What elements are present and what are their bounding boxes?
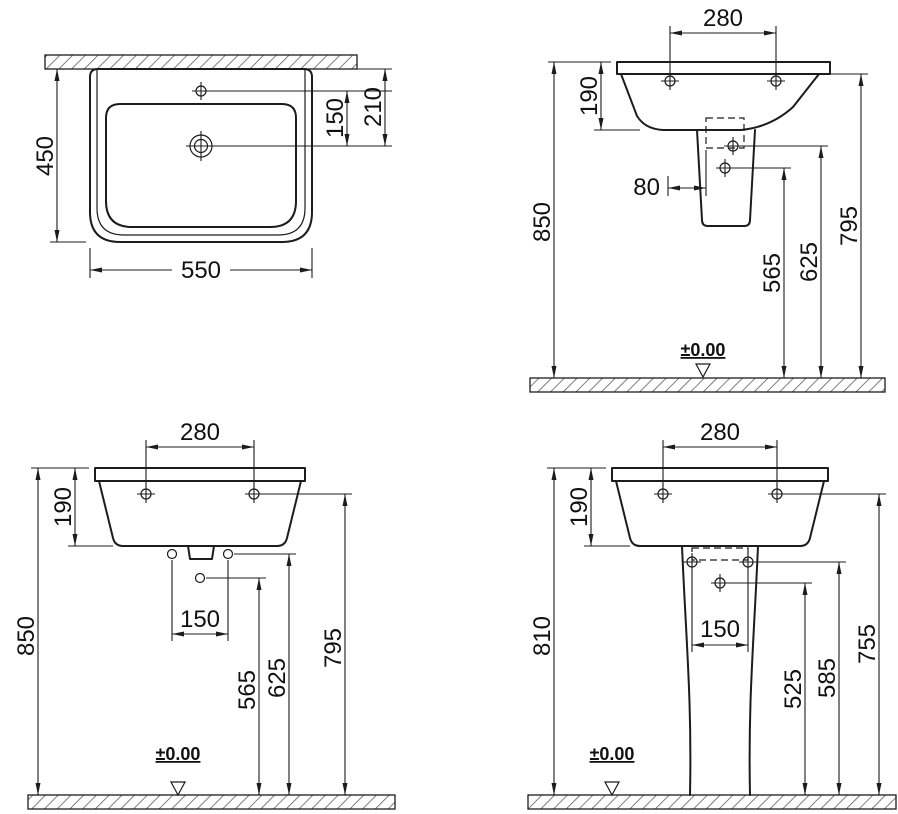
dim-height-585-label: 585 <box>814 658 841 698</box>
dim-height-525-label: 525 <box>780 669 807 709</box>
datum-triangle-icon <box>603 781 621 797</box>
pedestal-outline <box>681 545 692 796</box>
basin-body-outline <box>98 480 302 547</box>
front-view-pedestal: 280 190 810 150 525 585 <box>527 419 897 810</box>
dim-hole-offset-80: 80 <box>633 150 707 201</box>
dim-width-label: 550 <box>181 257 221 284</box>
datum-marker: ±0.00 <box>590 744 635 797</box>
floor-section-hatch <box>527 794 897 810</box>
basin-rim-outline <box>94 467 306 482</box>
datum-triangle-icon <box>169 781 187 797</box>
dim-height-565: 565 <box>234 578 262 795</box>
dim-height-755: 755 <box>854 494 882 795</box>
floor-section-hatch <box>27 794 396 810</box>
basin-outline <box>89 68 313 243</box>
dim-height-795: 795 <box>320 494 348 795</box>
dim-rim-height-label: 190 <box>50 487 77 527</box>
basin-rim-inner-line <box>96 69 306 236</box>
hidden-outlet-dashed <box>705 117 745 149</box>
dim-height-625: 625 <box>796 146 824 378</box>
dim-height-565-label: 565 <box>759 253 786 293</box>
datum-marker: ±0.00 <box>156 744 201 797</box>
datum-triangle-icon <box>694 363 712 379</box>
dim-rim-height-190: 190 <box>31 467 113 547</box>
basin-body-outline <box>620 73 820 131</box>
dim-hole-spacing-label: 280 <box>703 5 743 32</box>
dim-hole-to-drain-label: 150 <box>322 98 349 138</box>
tap-hole-icon <box>191 81 211 101</box>
dim-height-565: 565 <box>759 168 787 378</box>
dim-rim-height-label: 190 <box>566 487 593 527</box>
dim-overall-height-850: 850 <box>13 468 41 795</box>
dim-hole-to-drain-150: 150 <box>210 68 392 147</box>
dim-height-795: 795 <box>836 74 864 378</box>
fixing-hole-icon <box>682 552 702 572</box>
dim-overall-height-label: 850 <box>13 616 40 656</box>
basin-bowl-outline <box>105 103 297 228</box>
dim-edge-to-drain-label: 210 <box>360 87 387 127</box>
dim-hole-offset-label: 80 <box>633 174 660 201</box>
datum-marker: ±0.00 <box>681 340 726 379</box>
fixing-hole-icon <box>723 136 743 156</box>
dim-rim-depth-190: 190 <box>548 61 640 131</box>
side-view-semi-pedestal: 280 190 850 80 565 625 <box>529 5 886 393</box>
dim-height-585: 585 <box>814 562 842 795</box>
dim-height-525: 525 <box>780 583 808 795</box>
fixing-hole-icon <box>715 158 735 178</box>
dim-hole-spacing-label: 280 <box>700 419 740 446</box>
dim-hole-spacing-280: 280 <box>662 419 778 487</box>
dim-height-565-label: 565 <box>234 670 261 710</box>
dim-overall-height-label: 850 <box>529 202 556 242</box>
dim-hole-pitch-150: 150 <box>171 560 229 641</box>
dim-depth-label: 450 <box>32 136 59 176</box>
datum-label: ±0.00 <box>156 744 201 764</box>
dim-height-795-label: 795 <box>320 628 347 668</box>
floor-section-hatch <box>529 377 886 393</box>
datum-label: ±0.00 <box>681 340 726 360</box>
dim-height-625-label: 625 <box>796 242 823 282</box>
fixing-hole-icon <box>194 572 206 584</box>
dim-hole-spacing-label: 280 <box>180 419 220 446</box>
dim-height-795-label: 795 <box>836 206 863 246</box>
dim-height-625-label: 625 <box>264 658 291 698</box>
dim-depth-450: 450 <box>32 69 86 243</box>
dim-rim-depth-label: 190 <box>576 76 603 116</box>
pedestal-outline <box>748 545 759 796</box>
basin-rim-outline <box>611 467 829 482</box>
dim-width-550: 550 <box>89 248 313 284</box>
dim-rim-height-190: 190 <box>547 467 630 547</box>
basin-body-outline <box>615 480 825 547</box>
dim-hole-spacing-280: 280 <box>669 5 777 74</box>
dim-edge-to-drain-210: 210 <box>360 69 388 146</box>
fixing-hole-icon <box>222 548 234 560</box>
dim-hole-pitch-150: 150 <box>691 570 749 652</box>
dim-height-755-label: 755 <box>854 624 881 664</box>
mounting-hole-icon <box>653 484 673 504</box>
mounting-hole-icon <box>136 484 156 504</box>
dim-overall-height-label: 810 <box>529 616 556 656</box>
drain-stub-outline <box>187 545 215 560</box>
plan-view: 450 550 150 210 <box>32 54 392 284</box>
dim-hole-pitch-label: 150 <box>700 616 740 643</box>
dim-overall-height-810: 810 <box>529 468 557 795</box>
fixing-hole-icon <box>710 573 730 593</box>
front-view-wall-hung: 280 190 850 150 565 625 <box>13 419 396 810</box>
fixing-hole-icon <box>738 552 758 572</box>
datum-label: ±0.00 <box>590 744 635 764</box>
fixing-hole-icon <box>166 548 178 560</box>
dim-overall-height-850: 850 <box>529 62 557 378</box>
dim-hole-spacing-280: 280 <box>145 419 255 487</box>
semi-pedestal-outline <box>696 129 756 227</box>
dim-height-625: 625 <box>264 554 292 795</box>
wall-section-hatch <box>44 54 358 70</box>
hidden-outlet-dashed <box>691 547 749 561</box>
basin-rim-outline <box>616 61 831 75</box>
dim-hole-pitch-label: 150 <box>180 606 220 633</box>
drain-icon <box>186 131 216 161</box>
